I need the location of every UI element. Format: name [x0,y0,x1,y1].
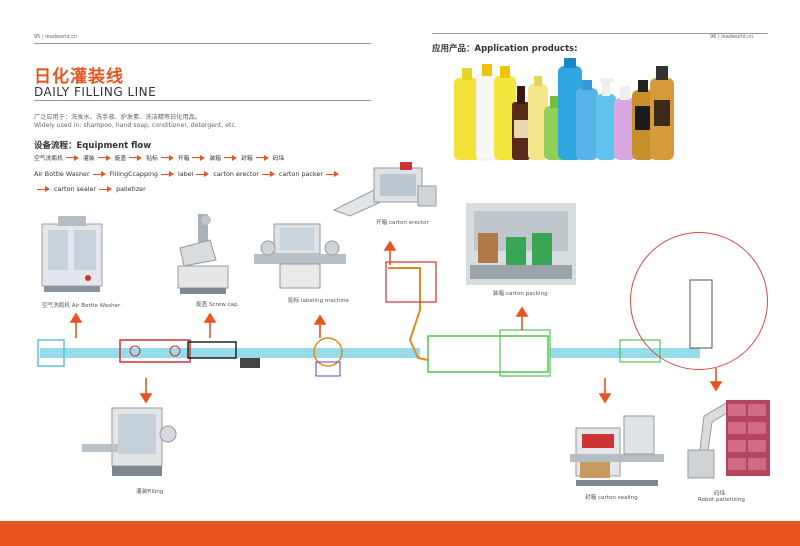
caption-filling: 灌装Filling [136,489,164,495]
flow-step: carton sealer [54,185,97,193]
product-bottles-image [454,58,674,161]
flow-step: 封箱 [241,156,253,162]
right-page-number: 96 | leadworld.cn [710,34,754,40]
arrow-right-icon [99,186,113,193]
flow-step: Air Bottle Washer [34,170,90,178]
screw-cap-machine-image [177,214,229,294]
description-en: Widely used in: shampoo, hand soap, cond… [34,122,237,129]
flow-step: 贴标 [146,156,158,162]
flow-row-en-2: carton sealer palletizer [34,185,146,193]
caption-carton-erector: 开箱 carton erector [376,220,429,226]
flow-step: 灌装 [83,156,95,162]
flow-step: label [177,170,194,178]
flow-step: carton packer [278,170,323,178]
carton-sealing-image [570,415,664,486]
description-cn: 广泛应用于：洗发水、洗手液、护发素、洗洁精等日化用品。 [34,114,202,121]
carton-erector-image [332,162,437,217]
arrow-right-icon [196,171,210,178]
flow-step: FillingCcapping [109,170,158,178]
arrow-right-icon [97,154,112,161]
air-bottle-washer-image [41,216,103,292]
arrow-right-icon [37,186,51,193]
footer-bar [0,521,800,546]
labeling-machine-image [254,223,346,289]
caption-carton-packing: 装箱 carton packing [493,291,548,297]
title-divider [34,100,371,101]
arrow-right-icon [224,154,238,161]
caption-robot-en: Robot palletizing [698,497,745,503]
header-divider-left [34,43,371,44]
filling-machine-image [82,407,177,476]
page-title-cn: 日化灌装线 [34,67,124,87]
flow-row-en-1: Air Bottle Washer FillingCcapping label … [34,170,343,178]
flow-step: 旋盖 [114,156,127,162]
arrow-right-icon [160,154,175,161]
left-page-number: 95 | leadworld.cn [34,34,78,40]
flow-step: 装箱 [209,156,222,162]
caption-robot-cn: 码垛 [714,491,726,497]
equipment-flow-title: 设备流程：Equipment flow [34,141,152,151]
caption-screw-cap: 旋盖 Screw cap [196,302,238,308]
arrow-right-icon [261,171,276,178]
header-divider-right [432,33,768,34]
arrow-right-icon [160,171,175,178]
arrow-right-icon [92,171,107,178]
robot-highlight-circle [630,232,768,370]
flow-step: 空气洗瓶机 [34,156,63,162]
robot-palletizer-image [687,400,770,479]
flow-step: carton erector [213,170,259,178]
caption-washer: 空气洗瓶机 Air Bottle Washer [42,303,121,309]
page-title-en: DAILY FILLING LINE [34,85,157,99]
flow-step: 开箱 [177,156,190,162]
arrow-right-icon [255,154,270,161]
flow-step: palletizer [116,185,146,193]
arrow-right-icon [66,154,80,161]
flow-row-cn: 空气洗瓶机 灌装 旋盖 贴标 开箱 装箱 封箱 码垛 [34,153,284,162]
carton-packing-image [466,203,576,285]
arrow-right-icon [129,154,143,161]
arrow-right-icon [192,154,206,161]
arrow-right-icon [325,171,340,178]
caption-carton-sealing: 封箱 carton sealing [585,495,638,501]
caption-labeling: 贴标 labeling machine [288,298,349,304]
flow-step: 码垛 [272,156,285,162]
application-products-title: 应用产品：Application products: [432,44,578,54]
